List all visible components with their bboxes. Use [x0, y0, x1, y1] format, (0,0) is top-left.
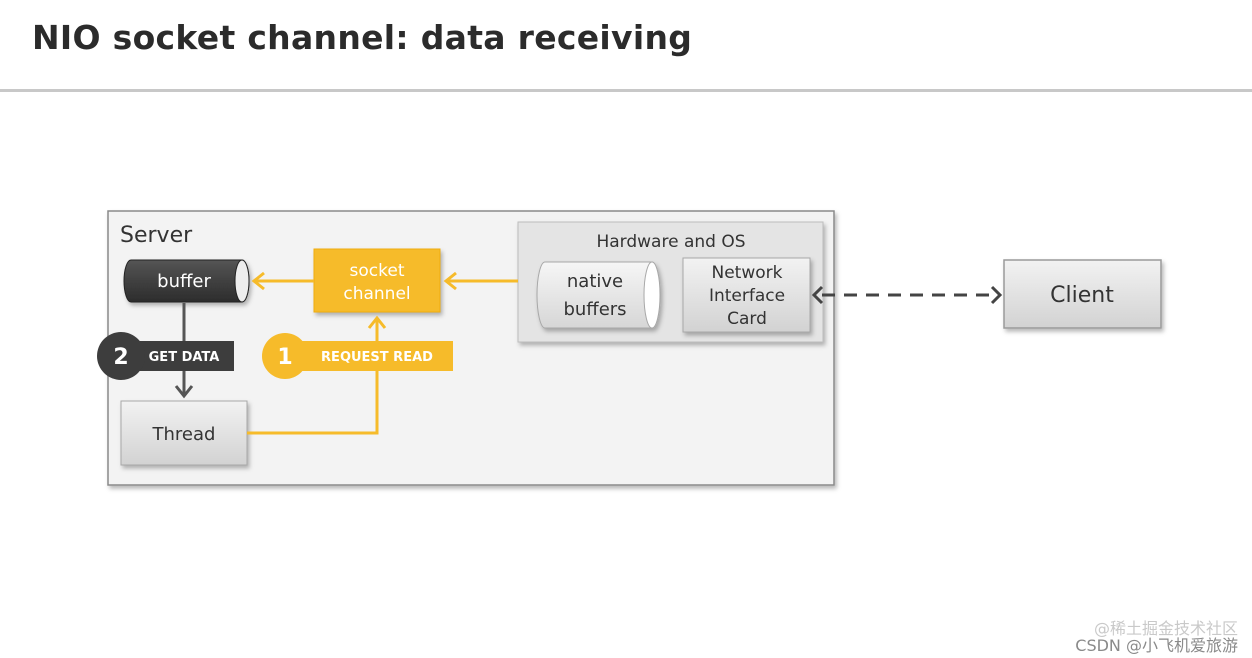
nic-box — [682, 257, 811, 333]
watermark-line-1: @稀土掘金技术社区 — [1093, 619, 1238, 638]
native-buffers-label-2: buffers — [563, 299, 626, 320]
client-box — [1003, 259, 1162, 329]
step-1-label: REQUEST READ — [321, 350, 433, 365]
page-title: NIO socket channel: data receiving — [32, 18, 693, 57]
server-label: Server — [120, 223, 193, 248]
socket-channel-box — [313, 248, 441, 313]
nic-label-2: Interface — [709, 286, 785, 306]
native-buffers-cylinder — [536, 261, 661, 329]
socket-channel-label-2: channel — [343, 284, 410, 304]
step-1-number: 1 — [277, 345, 292, 370]
step-1-circle — [262, 333, 308, 379]
step-2-circle — [97, 332, 145, 380]
nic-label-1: Network — [712, 263, 783, 283]
arrow-nic-to-socket — [443, 271, 518, 291]
watermark: @稀土掘金技术社区 CSDN @小飞机爱旅游 — [1075, 620, 1238, 654]
step-1-banner — [286, 341, 453, 371]
dashed-link-client-nic — [811, 285, 1003, 305]
buffer-label: buffer — [157, 271, 211, 292]
step-2-label: GET DATA — [149, 350, 220, 365]
watermark-line-2: CSDN @小飞机爱旅游 — [1075, 636, 1238, 655]
client-label: Client — [1050, 283, 1114, 308]
buffer-cylinder — [123, 259, 250, 303]
step-2-number: 2 — [113, 345, 128, 370]
thread-label: Thread — [152, 424, 216, 445]
title-divider — [0, 89, 1252, 92]
thread-box — [120, 400, 248, 466]
native-buffers-label-1: native — [567, 271, 623, 292]
nic-label-3: Card — [727, 309, 767, 329]
arrow-socket-to-buffer — [251, 271, 314, 291]
socket-channel-label-1: socket — [350, 261, 405, 281]
hardware-label: Hardware and OS — [596, 232, 745, 252]
